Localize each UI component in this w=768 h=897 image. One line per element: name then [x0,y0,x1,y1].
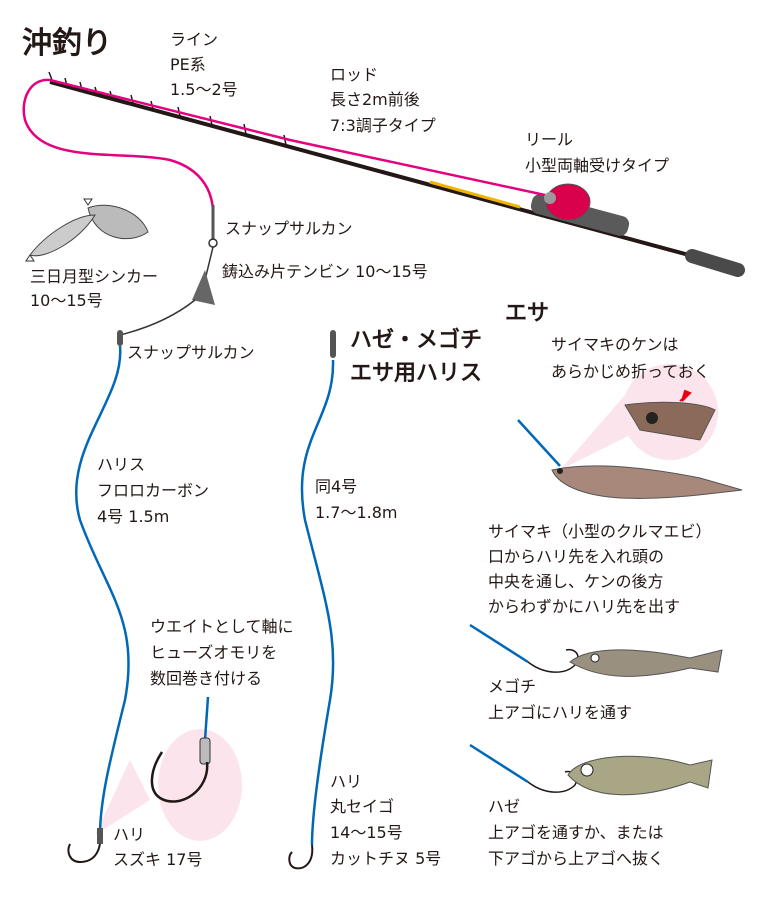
shrimp [551,465,743,499]
megochi-leader [469,623,529,664]
tenbin-label: 鋳込み片テンビン 10〜15号 [222,262,428,281]
rod [49,80,701,260]
main-hook-size: スズキ 17号 [113,850,202,869]
hook-detail-bubble [158,729,242,841]
main-hook-label: ハリ [113,825,145,844]
haze-fish [567,755,713,796]
red-arrow-icon [679,389,692,402]
esa-heading: エサ [505,301,549,326]
harisu-size: 4号 1.5m [97,507,169,526]
bait-harisu-length: 1.7〜1.8m [315,503,397,522]
bait-leader-line [300,359,335,846]
detail-leader [203,696,210,741]
megochi-hook [527,648,579,673]
saimaki-text-2: 口からハリ先を入れ頭の [488,547,664,566]
rod-grip [685,249,745,277]
line-type: PE系 [170,55,206,74]
haze-label: ハゼ [488,797,520,816]
weight-note-3: 数回巻き付ける [150,669,262,688]
detail-hook [150,751,209,803]
shrimp-eye [557,468,563,474]
saimaki-text-4: からわずかにハリ先を出す [488,597,680,616]
haze-eye [580,763,594,777]
reel-knob [544,192,556,204]
saimaki-text-1: サイマキ（小型のクルマエビ） [488,522,712,541]
page-title: 沖釣り [22,26,112,61]
bait-hook-type: 丸セイゴ [330,797,394,816]
bait-hook-label: ハリ [330,772,362,791]
shrimp-detail-connector [560,395,640,470]
bait-hook-size: 14〜15号 [330,823,403,842]
megochi-eye [590,653,600,663]
hook-detail-connector [95,760,150,835]
bait-harisu-title-2: エサ用ハリス [350,361,482,386]
weight-note-2: ヒューズオモリを [150,643,277,662]
main-line [22,78,546,211]
bait-harisu-size: 同4号 [315,477,357,496]
bait-hook-alt: カットチヌ 5号 [330,849,441,868]
line-size: 1.5〜2号 [170,80,238,99]
haze-leader [469,743,529,784]
bait-harisu-title-1: ハゼ・メゴチ [350,327,482,353]
sinker-eye [25,198,93,262]
rod-length: 長さ2m前後 [330,90,420,109]
main-hook [67,831,102,864]
rod-accent [429,180,521,209]
megochi-text: 上アゴにハリを通す [488,703,632,722]
haze-text-1: 上アゴを通すか、または [488,823,664,842]
haze-text-2: 下アゴから上アゴへ抜く [488,849,664,868]
shrimp-head-detail [624,401,716,441]
crescent-sinker-icon [87,204,149,240]
megochi-label: メゴチ [488,677,536,696]
tenbin-wire [204,246,214,281]
snap-swivel-2 [117,330,123,346]
saimaki-text-3: 中央を通し、ケンの後方 [488,572,664,591]
megochi-fish [569,649,723,677]
saimaki-note-1: サイマキのケンは [551,335,679,354]
leader-line [74,345,130,836]
snap-label-2: スナップサルカン [127,343,255,362]
sinker-size: 10〜15号 [30,291,103,310]
tenbin-arm [119,299,196,336]
harisu-material: フロロカーボン [97,481,209,500]
reel-label: リール [525,130,573,149]
shrimp-detail-eye [646,412,658,424]
sinker-label: 三日月型シンカー [30,267,158,286]
bait-hook [288,844,314,870]
snap-label: スナップサルカン [225,219,353,238]
shrimp-leader [517,419,561,467]
tenbin-sinker [192,270,215,305]
rod-action: 7:3調子タイプ [330,116,436,135]
detail-fuse-weight [199,737,211,765]
bait-snap-swivel [330,330,336,358]
harisu-label: ハリス [97,455,145,474]
reel-type: 小型両軸受けタイプ [525,156,669,175]
snap-ring [208,238,218,248]
crescent-sinker [29,214,96,257]
weight-note-1: ウエイトとして軸に [150,617,294,636]
saimaki-note-2: あらかじめ折っておく [551,362,710,381]
hook-fuse-weight [97,828,103,844]
line-label: ライン [170,30,218,49]
rod-label: ロッド [330,65,378,84]
